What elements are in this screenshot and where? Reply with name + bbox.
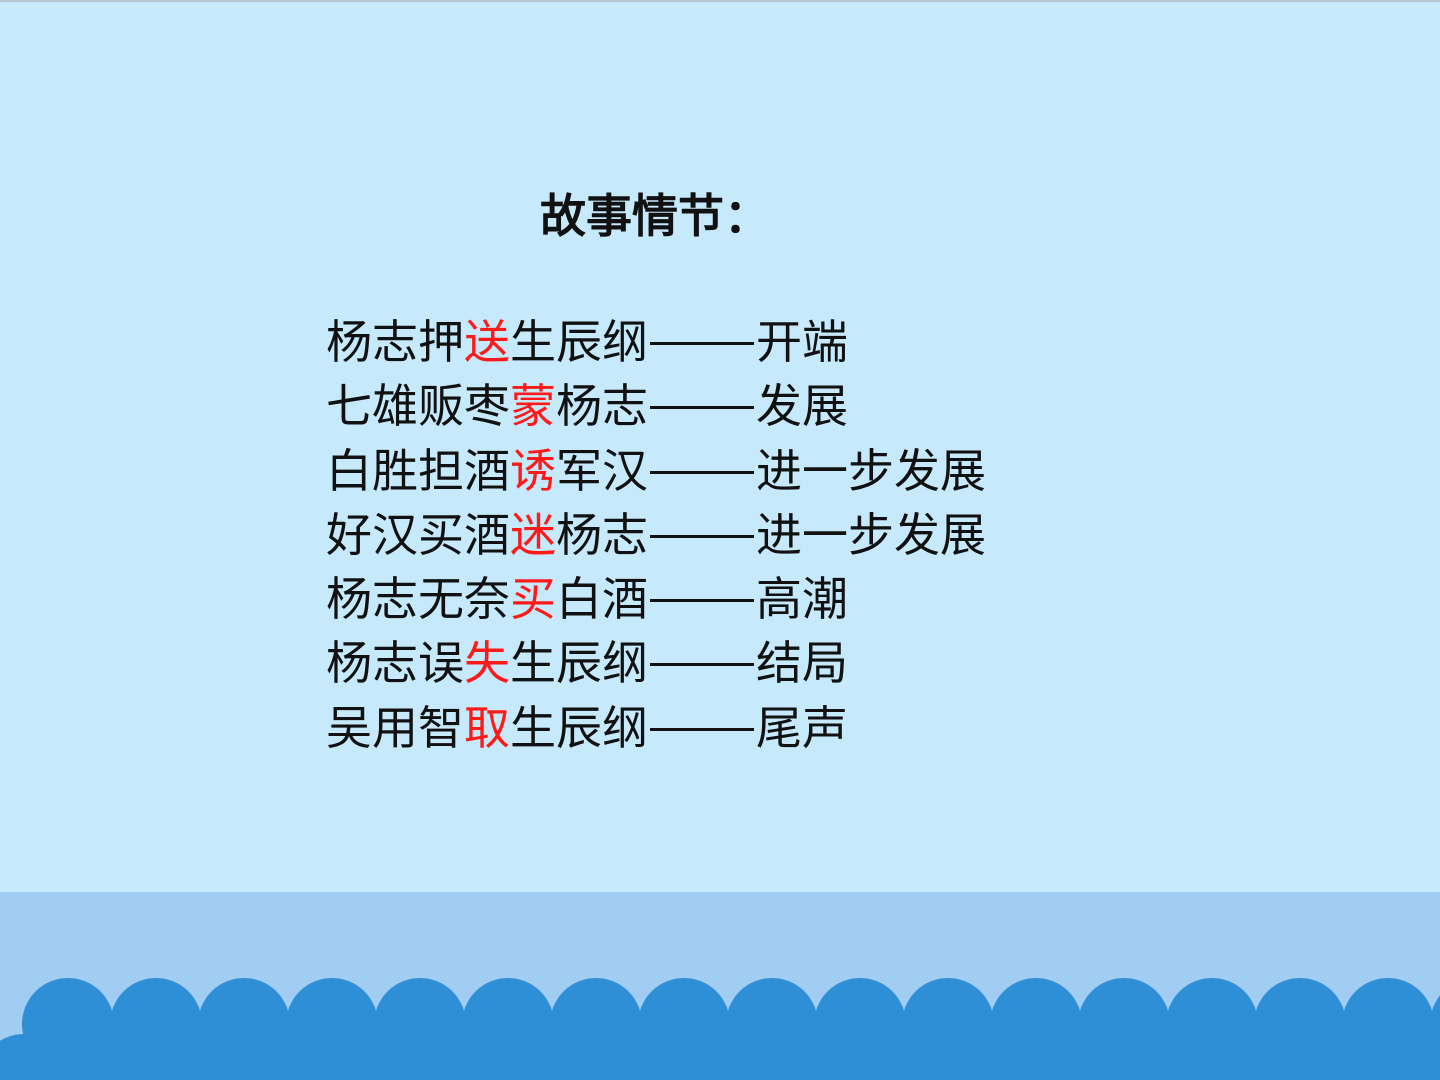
plot-line-key: 迷 xyxy=(510,507,556,562)
plot-line: 白胜担酒诱军汉 进一步发展 xyxy=(326,439,986,503)
plot-line-key: 取 xyxy=(464,700,510,755)
dash-separator xyxy=(650,534,754,538)
wave-scallop xyxy=(1298,1034,1390,1080)
wave-scallop xyxy=(242,1034,334,1080)
plot-line-key: 蒙 xyxy=(510,379,556,434)
wave-scallop xyxy=(1034,1034,1126,1080)
plot-line: 好汉买酒迷杨志 进一步发展 xyxy=(326,503,986,567)
wave-scallop xyxy=(1122,1034,1214,1080)
wave-scallop xyxy=(154,1034,246,1080)
plot-line-pre: 白胜担酒 xyxy=(326,443,510,498)
top-edge-line xyxy=(0,0,1440,2)
plot-line-key: 买 xyxy=(510,572,556,627)
wave-scallop xyxy=(66,1034,158,1080)
wave-scallop xyxy=(0,1034,70,1080)
plot-line-stage: 结局 xyxy=(756,636,848,691)
wave-scallop xyxy=(946,1034,1038,1080)
plot-line-stage: 发展 xyxy=(756,379,848,434)
plot-line: 七雄贩枣蒙杨志 发展 xyxy=(326,374,986,438)
slide-title: 故事情节： xyxy=(540,189,770,243)
plot-line: 吴用智取生辰纲 尾声 xyxy=(326,696,986,760)
plot-list: 杨志押送生辰纲开端 七雄贩枣蒙杨志发展 白胜担酒诱军汉进一步发展 好汉买酒迷杨志… xyxy=(326,310,986,760)
plot-line-pre: 好汉买酒 xyxy=(326,507,510,562)
plot-line-key: 诱 xyxy=(510,443,556,498)
wave-scallop xyxy=(594,1034,686,1080)
plot-line-stage: 进一步发展 xyxy=(756,443,986,498)
plot-line: 杨志押送生辰纲 开端 xyxy=(326,310,986,374)
wave-scallop xyxy=(330,1034,422,1080)
dash-separator xyxy=(650,342,754,345)
plot-line: 杨志误失生辰纲 结局 xyxy=(326,631,986,695)
plot-line-stage: 高潮 xyxy=(756,572,848,627)
plot-line-post: 军汉 xyxy=(556,443,648,498)
dash-separator xyxy=(650,406,754,410)
plot-line-post: 白酒 xyxy=(556,572,648,627)
plot-line-key: 送 xyxy=(464,315,510,369)
plot-line-pre: 七雄贩枣 xyxy=(326,379,510,434)
dash-separator xyxy=(650,599,754,603)
wave-scallop xyxy=(682,1034,774,1080)
plot-line-pre: 杨志押 xyxy=(326,315,464,369)
plot-line-pre: 杨志无奈 xyxy=(326,572,510,627)
plot-line-post: 生辰纲 xyxy=(510,636,648,691)
wave-pattern-decoration xyxy=(0,978,1440,1080)
dash-separator xyxy=(650,663,754,667)
wave-scallop xyxy=(858,1034,950,1080)
plot-line-post: 杨志 xyxy=(556,507,648,562)
plot-line-post: 生辰纲 xyxy=(510,700,648,755)
wave-scallop xyxy=(506,1034,598,1080)
plot-line-pre: 吴用智 xyxy=(326,700,464,755)
plot-line-key: 失 xyxy=(464,636,510,691)
wave-scallop xyxy=(770,1034,862,1080)
plot-line-stage: 进一步发展 xyxy=(756,507,986,562)
wave-row-front xyxy=(0,1034,1440,1080)
plot-line-stage: 开端 xyxy=(756,315,848,369)
dash-separator xyxy=(650,470,754,474)
plot-line: 杨志无奈买白酒 高潮 xyxy=(326,567,986,631)
plot-line-post: 杨志 xyxy=(556,379,648,434)
wave-scallop xyxy=(418,1034,510,1080)
dash-separator xyxy=(650,727,754,731)
wave-scallop xyxy=(1210,1034,1302,1080)
plot-line-stage: 尾声 xyxy=(756,700,848,755)
plot-line-post: 生辰纲 xyxy=(510,315,648,369)
plot-line-pre: 杨志误 xyxy=(326,636,464,691)
wave-scallop xyxy=(1386,1034,1440,1080)
